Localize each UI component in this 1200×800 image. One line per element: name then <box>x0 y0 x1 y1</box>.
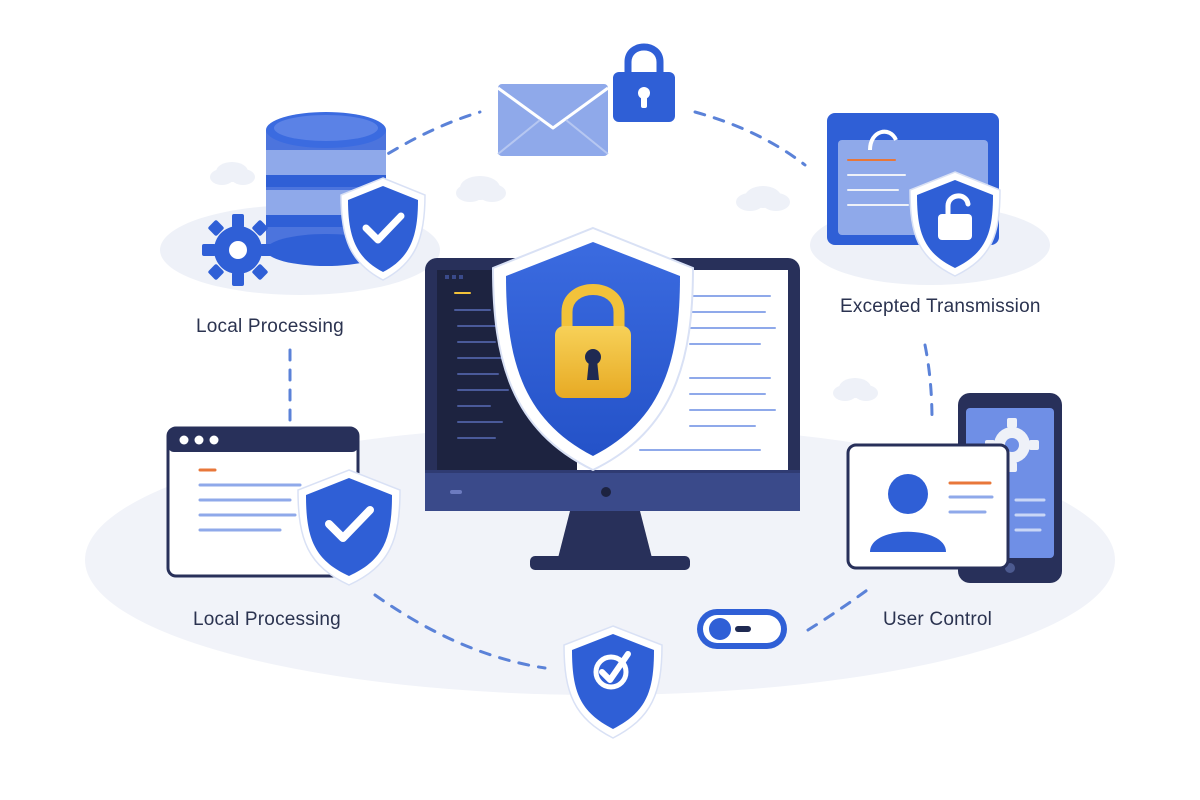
gear-icon <box>202 214 274 286</box>
label-bottom-right: User Control <box>883 609 993 630</box>
dashed-connector-ring <box>288 110 934 670</box>
cloud-icon <box>456 176 506 202</box>
shield-padlock-icon <box>491 226 695 472</box>
shield-check-icon <box>340 177 426 281</box>
padlock-icon <box>613 43 675 122</box>
cloud-icon <box>736 186 790 211</box>
label-top-left: Local Processing <box>196 316 344 337</box>
cloud-icon <box>210 162 255 185</box>
label-bottom-left: Local Processing <box>193 609 341 630</box>
envelope-icon <box>497 84 609 156</box>
label-top-right: Excepted Transmission <box>840 296 1041 317</box>
toggle-switch-icon <box>697 609 787 649</box>
database-icon <box>266 112 386 266</box>
envelope-padlock-icon <box>497 43 675 156</box>
user-profile-card-icon <box>846 443 1010 570</box>
cloud-icon <box>833 378 878 401</box>
shield-check-icon <box>297 469 401 586</box>
shield-check-icon <box>563 625 663 739</box>
folder-shield-unlock-icon <box>827 113 1001 277</box>
browser-window-shield-check-icon <box>166 426 401 586</box>
user-profile-phone-icon <box>846 393 1062 583</box>
shield-unlock-icon <box>909 171 1001 277</box>
database-shield-check-icon <box>202 112 426 286</box>
